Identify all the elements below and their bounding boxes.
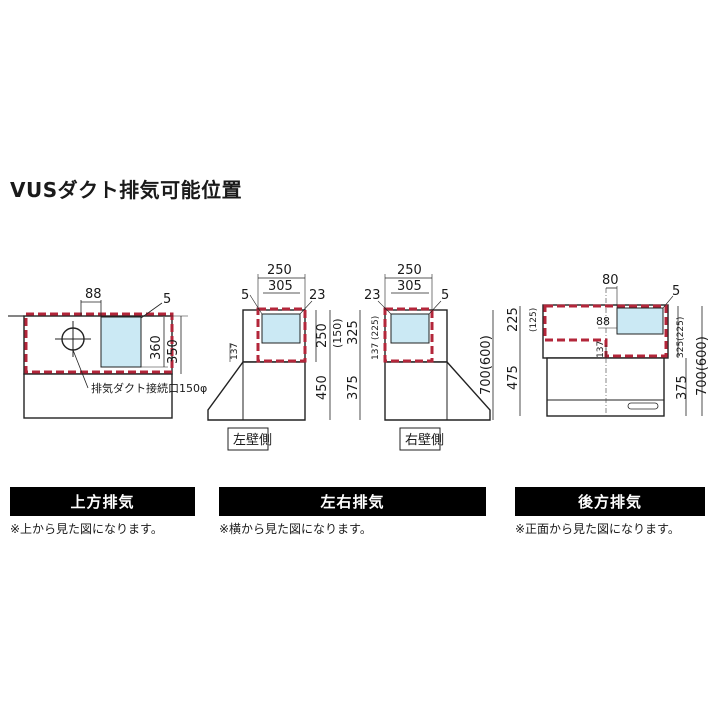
dim-88: 88 [85, 287, 102, 302]
right-dim-305: 305 [397, 279, 422, 294]
rear-dim-700: 700(600) [695, 336, 710, 396]
rear-dim-325: 325(225) [676, 317, 686, 358]
left-dim-150: (150) [331, 318, 344, 348]
dim-360: 360 [149, 335, 164, 360]
duct-connection-label: 排気ダクト接続口150φ [91, 381, 207, 395]
right-dim-23: 23 [364, 288, 381, 303]
left-dim-305: 305 [268, 279, 293, 294]
note-side-exhaust: ※横から見た図になります。 [219, 522, 372, 536]
left-dim-250v: 250 [315, 323, 330, 348]
right-dim-137: 137 [371, 343, 381, 360]
rear-exhaust-diagram: 80 5 225 (125) 475 88 137 325(225) 375 7… [506, 273, 710, 417]
top-exhaust-diagram: 88 5 360 350 排気ダクト接続口150φ [8, 287, 207, 419]
left-dim-137: 137 [230, 343, 240, 360]
right-dim-5: 5 [441, 288, 449, 303]
rear-dim-80: 80 [602, 273, 619, 288]
right-dim-700: 700(600) [479, 335, 494, 395]
rear-dim-88: 88 [596, 315, 610, 328]
dim-350: 350 [166, 339, 181, 364]
dim-5: 5 [163, 292, 171, 307]
right-dim-325: 325 [346, 320, 361, 345]
right-dim-225: (225) [371, 316, 381, 340]
heading-rear-exhaust: 後方排気 [515, 487, 705, 516]
duct-area [100, 316, 142, 368]
right-dim-375: 375 [346, 375, 361, 400]
left-dim-450: 450 [315, 375, 330, 400]
note-rear-exhaust: ※正面から見た図になります。 [515, 522, 680, 536]
left-wall-label: 左壁側 [233, 433, 272, 448]
left-wall-diagram: 250 305 5 23 250 (150) 450 137 左壁側 [207, 263, 344, 451]
left-dim-23: 23 [309, 288, 326, 303]
rear-dim-375: 375 [675, 375, 690, 400]
rear-dim-125: (125) [529, 308, 539, 332]
left-dim-250: 250 [267, 263, 292, 278]
page-title: VUSダクト排気可能位置 [10, 178, 243, 202]
note-top-exhaust: ※上から見た図になります。 [10, 522, 163, 536]
top-exhaust-zone [24, 312, 174, 374]
heading-side-exhaust: 左右排気 [219, 487, 486, 516]
rear-dim-137: 137 [596, 341, 606, 358]
rear-dim-5: 5 [672, 284, 680, 299]
rear-dim-475: 475 [506, 365, 521, 390]
heading-top-exhaust: 上方排気 [10, 487, 195, 516]
right-wall-diagram: 250 305 23 5 325 (225) 137 375 700(600) … [346, 263, 494, 451]
right-dim-250: 250 [397, 263, 422, 278]
rear-dim-225: 225 [506, 307, 521, 332]
left-dim-5: 5 [241, 288, 249, 303]
right-wall-label: 右壁側 [405, 433, 444, 448]
